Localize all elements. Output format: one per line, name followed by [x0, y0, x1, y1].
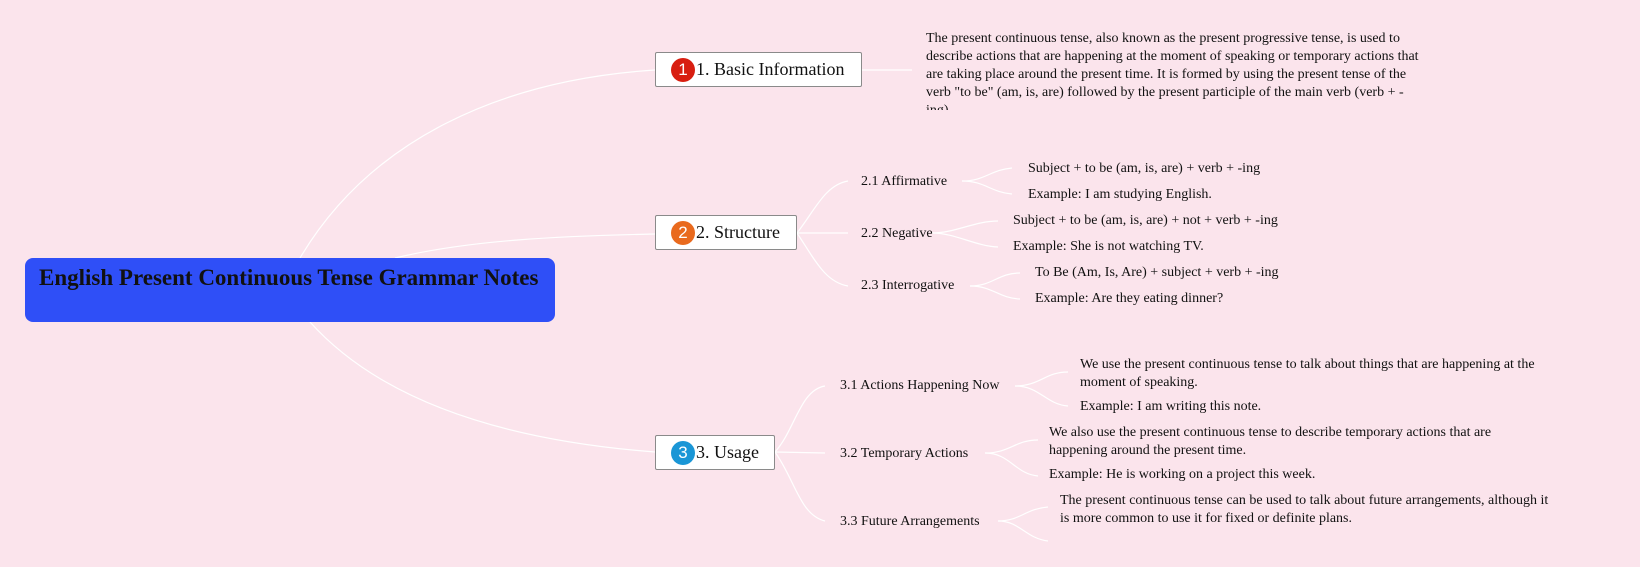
connector-interrogative-leaf-1: [969, 272, 1021, 287]
negative-example[interactable]: Example: She is not watching TV.: [1013, 239, 1204, 254]
connector-usage-to-future: [774, 451, 826, 522]
connector-usage-to-now: [774, 385, 826, 453]
connector-affirmative-leaf-1: [961, 167, 1013, 182]
negative-formula[interactable]: Subject + to be (am, is, are) + not + ve…: [1013, 213, 1278, 228]
topic-future-arrangements[interactable]: 3.3 Future Arrangements: [840, 514, 980, 529]
connector-root-to-usage: [309, 321, 656, 453]
topic-negative[interactable]: 2.2 Negative: [861, 226, 933, 241]
branch-structure[interactable]: 2 2. Structure: [655, 215, 797, 250]
branch-usage[interactable]: 3 3. Usage: [655, 435, 775, 470]
connector-usage-to-temporary: [774, 451, 826, 454]
branch-label: 2. Structure: [696, 222, 780, 242]
interrogative-example[interactable]: Example: Are they eating dinner?: [1035, 291, 1224, 306]
connector-root-to-structure: [394, 233, 656, 259]
branch-label: 1. Basic Information: [696, 59, 845, 79]
branch-label: 3. Usage: [696, 442, 759, 462]
branch-basic-information[interactable]: 1 1. Basic Information: [655, 52, 862, 87]
topic-actions-happening-now[interactable]: 3.1 Actions Happening Now: [840, 378, 1000, 393]
connector-interrogative-leaf-2: [969, 285, 1021, 300]
temporary-actions-example[interactable]: Example: He is working on a project this…: [1049, 467, 1316, 482]
connector-temporary-leaf-1: [984, 439, 1039, 454]
connector-affirmative-leaf-2: [961, 180, 1013, 195]
connector-future-leaf-1: [997, 506, 1049, 522]
temporary-actions-description[interactable]: We also use the present continuous tense…: [1049, 425, 1492, 458]
connector-structure-to-affirmative: [796, 180, 849, 234]
actions-now-description[interactable]: We use the present continuous tense to t…: [1080, 357, 1535, 390]
affirmative-formula[interactable]: Subject + to be (am, is, are) + verb + -…: [1028, 161, 1261, 176]
connector-root-to-basic: [299, 69, 656, 259]
interrogative-formula[interactable]: To Be (Am, Is, Are) + subject + verb + -…: [1035, 265, 1279, 280]
affirmative-example[interactable]: Example: I am studying English.: [1028, 187, 1212, 202]
topic-affirmative[interactable]: 2.1 Affirmative: [861, 174, 948, 189]
number-badge-2: 2: [671, 221, 695, 245]
root-topic[interactable]: English Present Continuous Tense Grammar…: [25, 258, 555, 322]
connector-temporary-leaf-2: [984, 452, 1039, 477]
number-badge-1: 1: [671, 58, 695, 82]
topic-interrogative[interactable]: 2.3 Interrogative: [861, 278, 955, 293]
connector-now-leaf-2: [1014, 385, 1069, 407]
connector-future-leaf-2: [997, 520, 1049, 542]
future-arrangements-description[interactable]: The present continuous tense can be used…: [1060, 493, 1549, 526]
connector-now-leaf-1: [1014, 371, 1069, 387]
number-badge-3: 3: [671, 441, 695, 465]
topic-temporary-actions[interactable]: 3.2 Temporary Actions: [840, 446, 969, 461]
basic-information-text[interactable]: The present continuous tense, also known…: [926, 31, 1419, 110]
connector-structure-to-interrogative: [796, 232, 849, 287]
connector-negative-leaf-1: [931, 220, 999, 234]
actions-now-example[interactable]: Example: I am writing this note.: [1080, 399, 1262, 414]
connector-negative-leaf-2: [931, 232, 999, 248]
